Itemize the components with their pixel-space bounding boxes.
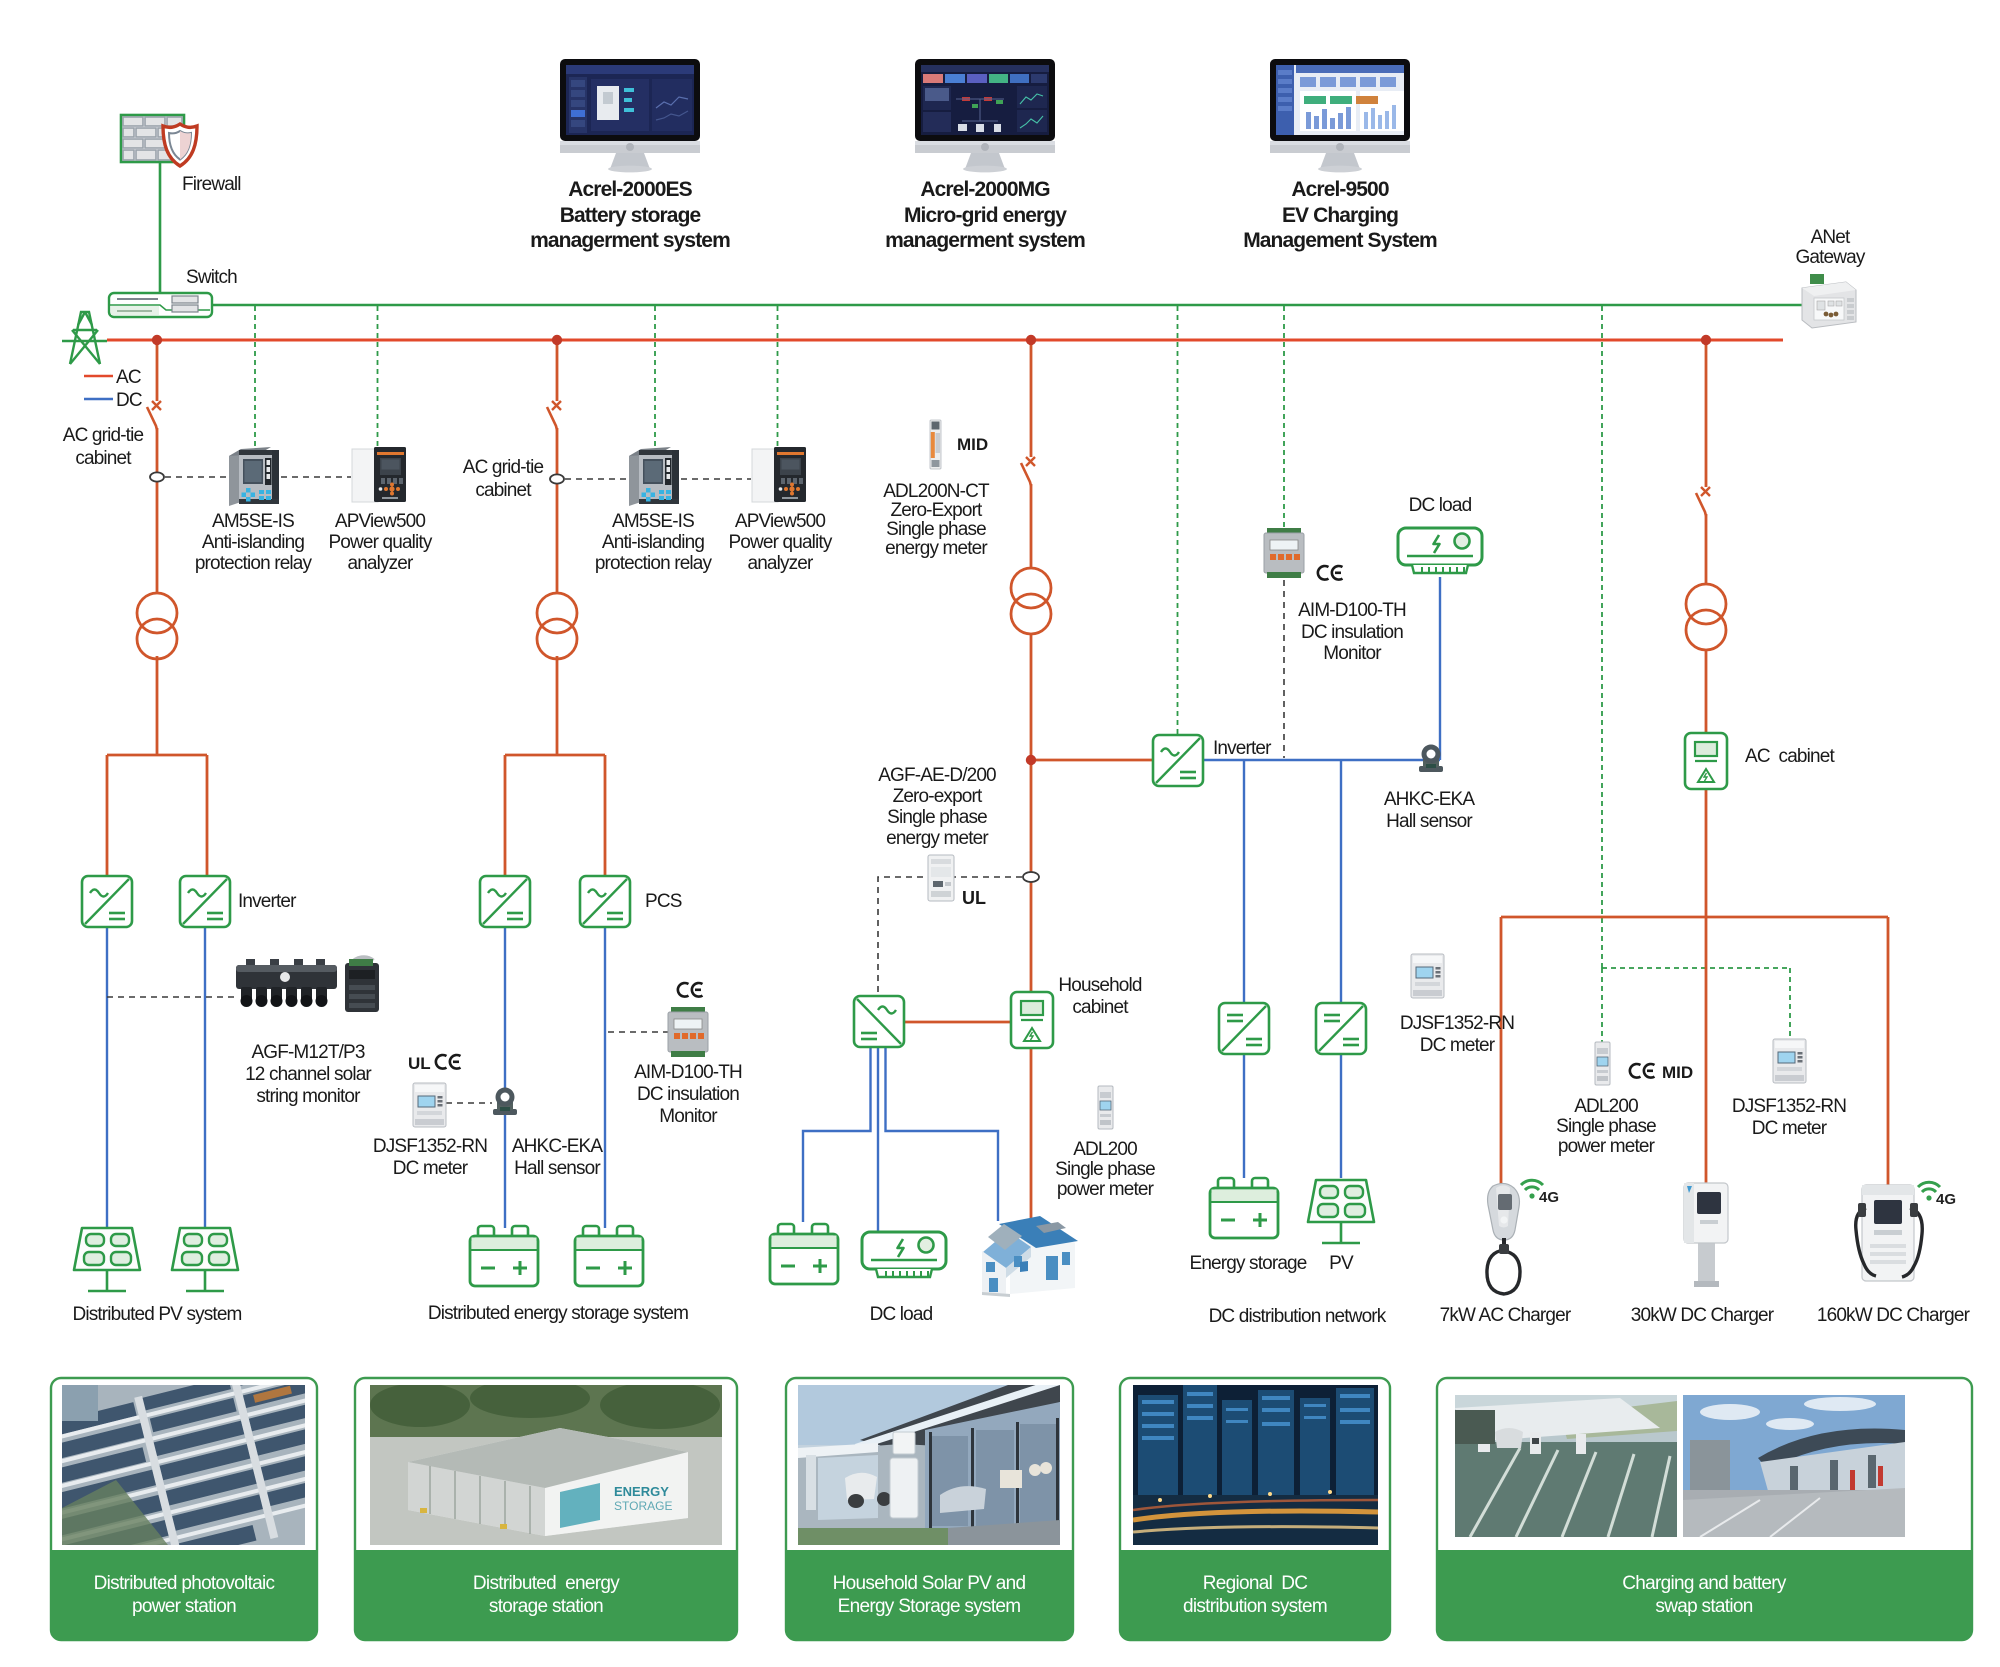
svg-text:DC meter: DC meter bbox=[393, 1158, 469, 1179]
svg-text:DC load: DC load bbox=[870, 1304, 933, 1325]
svg-text:power meter: power meter bbox=[1558, 1136, 1656, 1157]
svg-text:AIM-D100-TH: AIM-D100-TH bbox=[1298, 600, 1406, 621]
svg-text:MID: MID bbox=[957, 435, 988, 454]
svg-text:Micro-grid energy: Micro-grid energy bbox=[904, 204, 1067, 227]
svg-text:managerment system: managerment system bbox=[530, 229, 730, 252]
svg-text:DC insulation: DC insulation bbox=[637, 1084, 739, 1105]
svg-text:AC grid-tie: AC grid-tie bbox=[463, 457, 544, 478]
svg-text:protection relay: protection relay bbox=[195, 553, 313, 574]
svg-text:AHKC-EKA: AHKC-EKA bbox=[512, 1136, 604, 1157]
svg-text:Single phase: Single phase bbox=[1055, 1159, 1155, 1180]
svg-text:energy meter: energy meter bbox=[885, 538, 988, 559]
svg-text:Zero-export: Zero-export bbox=[893, 786, 983, 807]
svg-text:Energy Storage system: Energy Storage system bbox=[838, 1596, 1021, 1617]
svg-text:DC: DC bbox=[116, 390, 142, 411]
svg-text:DC meter: DC meter bbox=[1752, 1118, 1828, 1139]
svg-text:ADL200: ADL200 bbox=[1574, 1096, 1638, 1117]
svg-text:Acrel-9500: Acrel-9500 bbox=[1291, 178, 1388, 201]
svg-text:protection relay: protection relay bbox=[595, 553, 713, 574]
svg-text:distribution system: distribution system bbox=[1183, 1596, 1327, 1617]
svg-text:cabinet: cabinet bbox=[475, 480, 532, 501]
svg-text:Inverter: Inverter bbox=[1213, 738, 1272, 759]
svg-text:DC load: DC load bbox=[1409, 495, 1472, 516]
svg-text:Hall sensor: Hall sensor bbox=[1386, 811, 1473, 832]
svg-text:DJSF1352-RN: DJSF1352-RN bbox=[373, 1136, 487, 1157]
svg-text:ADL200N-CT: ADL200N-CT bbox=[883, 481, 990, 502]
svg-text:Firewall: Firewall bbox=[182, 174, 241, 195]
svg-text:string monitor: string monitor bbox=[256, 1086, 361, 1107]
svg-text:PCS: PCS bbox=[645, 891, 682, 912]
svg-text:DC meter: DC meter bbox=[1420, 1035, 1496, 1056]
svg-text:Distributed PV system: Distributed PV system bbox=[72, 1304, 241, 1325]
svg-text:analyzer: analyzer bbox=[747, 553, 814, 574]
svg-text:7kW AC Charger: 7kW AC Charger bbox=[1440, 1305, 1572, 1326]
svg-text:AC cabinet: AC cabinet bbox=[1745, 746, 1835, 767]
svg-text:EV Charging: EV Charging bbox=[1282, 204, 1398, 227]
svg-text:MID: MID bbox=[1662, 1063, 1693, 1082]
svg-text:Management System: Management System bbox=[1243, 229, 1437, 252]
svg-text:DJSF1352-RN: DJSF1352-RN bbox=[1400, 1013, 1514, 1034]
svg-text:AC: AC bbox=[116, 367, 141, 388]
svg-text:Power quality: Power quality bbox=[328, 532, 432, 553]
svg-text:DC distribution network: DC distribution network bbox=[1209, 1306, 1387, 1327]
svg-text:Household: Household bbox=[1058, 975, 1141, 996]
svg-text:energy meter: energy meter bbox=[886, 828, 989, 849]
svg-text:Distributed energy: Distributed energy bbox=[473, 1573, 620, 1594]
svg-text:AC grid-tie: AC grid-tie bbox=[63, 425, 144, 446]
svg-text:Household Solar PV and: Household Solar PV and bbox=[833, 1573, 1026, 1594]
svg-text:Charging and battery: Charging and battery bbox=[1622, 1573, 1787, 1594]
svg-text:swap station: swap station bbox=[1655, 1596, 1752, 1617]
svg-text:Single phase: Single phase bbox=[886, 519, 986, 540]
svg-text:power meter: power meter bbox=[1057, 1179, 1155, 1200]
svg-text:Monitor: Monitor bbox=[1323, 643, 1382, 664]
svg-text:Anti-islanding: Anti-islanding bbox=[202, 532, 304, 553]
svg-text:UL: UL bbox=[408, 1054, 431, 1073]
svg-text:ADL200: ADL200 bbox=[1073, 1139, 1137, 1160]
svg-text:AIM-D100-TH: AIM-D100-TH bbox=[634, 1062, 742, 1083]
svg-text:Acrel-2000ES: Acrel-2000ES bbox=[568, 178, 692, 201]
svg-text:AGF-AE-D/200: AGF-AE-D/200 bbox=[878, 765, 996, 786]
svg-text:Battery storage: Battery storage bbox=[560, 204, 701, 227]
svg-text:Distributed energy storage sys: Distributed energy storage system bbox=[428, 1303, 688, 1324]
svg-text:Gateway: Gateway bbox=[1795, 247, 1865, 268]
svg-text:AHKC-EKA: AHKC-EKA bbox=[1384, 789, 1476, 810]
svg-text:Regional DC: Regional DC bbox=[1203, 1573, 1308, 1594]
svg-text:analyzer: analyzer bbox=[347, 553, 414, 574]
svg-text:DC insulation: DC insulation bbox=[1301, 622, 1403, 643]
svg-text:APView500: APView500 bbox=[335, 511, 426, 532]
svg-text:Single phase: Single phase bbox=[887, 807, 987, 828]
svg-text:Monitor: Monitor bbox=[659, 1106, 718, 1127]
svg-text:APView500: APView500 bbox=[735, 511, 826, 532]
svg-text:Switch: Switch bbox=[186, 267, 237, 288]
svg-text:PV: PV bbox=[1329, 1253, 1354, 1274]
svg-text:DJSF1352-RN: DJSF1352-RN bbox=[1732, 1096, 1846, 1117]
svg-text:managerment system: managerment system bbox=[885, 229, 1085, 252]
svg-text:cabinet: cabinet bbox=[75, 448, 132, 469]
svg-text:Distributed photovoltaic: Distributed photovoltaic bbox=[94, 1573, 275, 1594]
svg-text:Acrel-2000MG: Acrel-2000MG bbox=[920, 178, 1050, 201]
svg-text:storage station: storage station bbox=[489, 1596, 603, 1617]
svg-text:cabinet: cabinet bbox=[1072, 997, 1129, 1018]
svg-text:power station: power station bbox=[132, 1596, 236, 1617]
svg-text:Inverter: Inverter bbox=[238, 891, 297, 912]
svg-text:ENERGY: ENERGY bbox=[614, 1484, 669, 1499]
svg-text:STORAGE: STORAGE bbox=[614, 1499, 672, 1513]
svg-text:AM5SE-IS: AM5SE-IS bbox=[212, 511, 294, 532]
svg-text:Energy storage: Energy storage bbox=[1190, 1253, 1307, 1274]
svg-text:Zero-Export: Zero-Export bbox=[891, 500, 984, 521]
svg-text:Single phase: Single phase bbox=[1556, 1116, 1656, 1137]
svg-text:160kW DC Charger: 160kW DC Charger bbox=[1817, 1305, 1971, 1326]
svg-text:Anti-islanding: Anti-islanding bbox=[602, 532, 704, 553]
svg-text:ANet: ANet bbox=[1811, 227, 1851, 248]
svg-text:AGF-M12T/P3: AGF-M12T/P3 bbox=[251, 1042, 364, 1063]
svg-text:Hall sensor: Hall sensor bbox=[514, 1158, 601, 1179]
svg-text:AM5SE-IS: AM5SE-IS bbox=[612, 511, 694, 532]
svg-text:Power quality: Power quality bbox=[728, 532, 832, 553]
svg-text:UL: UL bbox=[962, 888, 986, 908]
svg-text:30kW DC Charger: 30kW DC Charger bbox=[1631, 1305, 1775, 1326]
svg-text:12 channel solar: 12 channel solar bbox=[245, 1064, 372, 1085]
